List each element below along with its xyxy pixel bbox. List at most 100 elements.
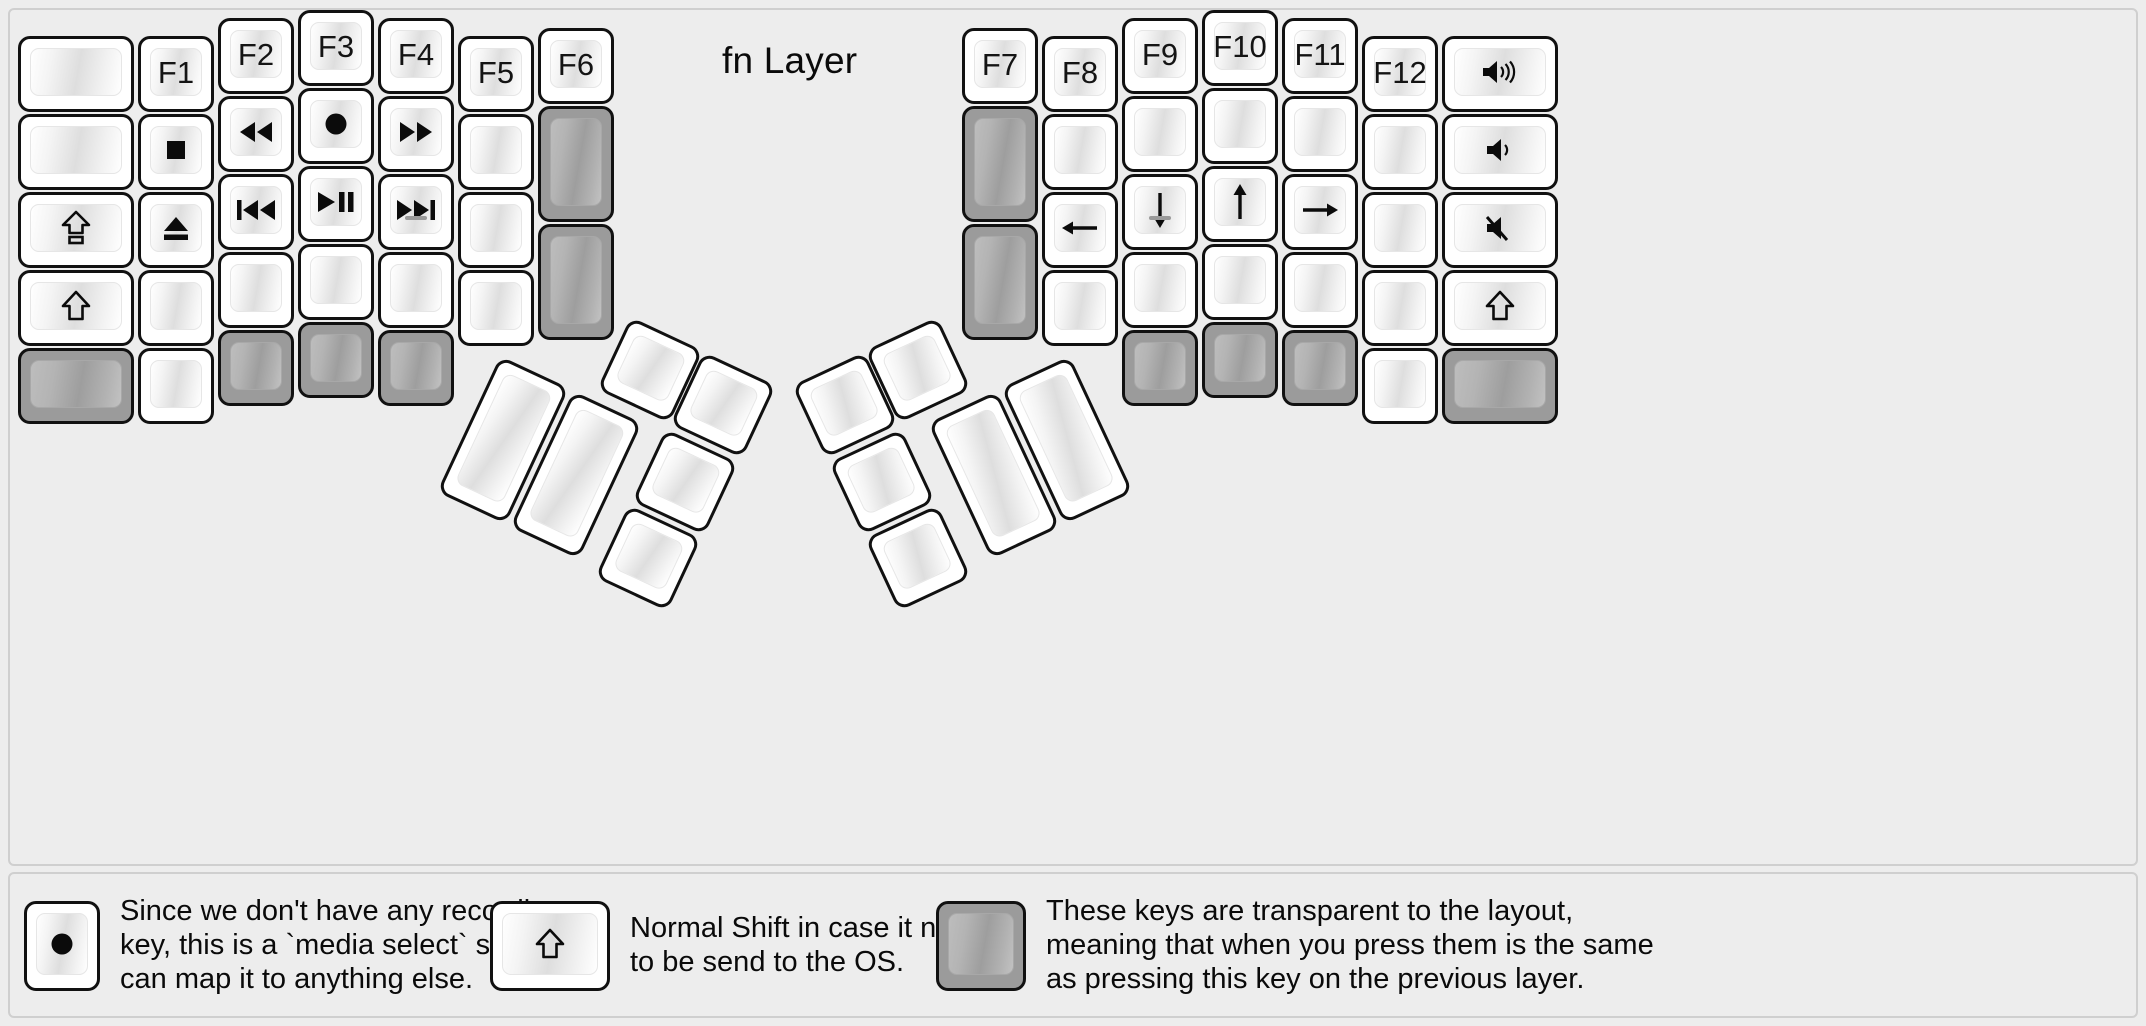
key-col-index-3[interactable] bbox=[378, 252, 454, 328]
key-label: F4 bbox=[397, 36, 435, 72]
key-col-index-inner-3[interactable] bbox=[458, 270, 534, 346]
key-col-pinky-outer-3[interactable] bbox=[1442, 270, 1558, 346]
key-col-ring-1[interactable] bbox=[1282, 96, 1358, 172]
key-col-index-inner-0[interactable]: F5 bbox=[458, 36, 534, 112]
key-col-pinky-outer-1[interactable] bbox=[18, 114, 134, 190]
key-col-index-4[interactable] bbox=[1122, 330, 1198, 406]
key-col-index-inner-2[interactable] bbox=[458, 192, 534, 268]
key-col-pinky-4[interactable] bbox=[1362, 348, 1438, 424]
key-col-index-2[interactable] bbox=[378, 174, 454, 250]
key-col-middle-1[interactable] bbox=[1202, 88, 1278, 164]
key-col-pinky-outer-2[interactable] bbox=[18, 192, 134, 268]
key-col-index-3[interactable] bbox=[1122, 252, 1198, 328]
legend-panel: Since we don't have any recording key, t… bbox=[8, 872, 2138, 1018]
key-cap: F11 bbox=[1282, 18, 1358, 94]
key-face bbox=[310, 100, 362, 148]
key-face bbox=[30, 126, 122, 174]
key-col-ring-4[interactable] bbox=[218, 330, 294, 406]
key-col-pinky-2[interactable] bbox=[138, 192, 214, 268]
key-col-pinky-2[interactable] bbox=[1362, 192, 1438, 268]
key-cap: F7 bbox=[962, 28, 1038, 104]
key-face: F8 bbox=[1054, 48, 1106, 96]
key-col-index-4[interactable] bbox=[378, 330, 454, 406]
key-face bbox=[150, 360, 202, 408]
key-col-inner-extra-1[interactable] bbox=[538, 106, 614, 222]
key-face bbox=[1454, 48, 1546, 96]
caps-lock-icon bbox=[61, 210, 91, 246]
key-col-ring-1[interactable] bbox=[218, 96, 294, 172]
key-col-index-inner-0[interactable]: F8 bbox=[1042, 36, 1118, 112]
key-col-inner-extra-1[interactable] bbox=[962, 106, 1038, 222]
key-col-ring-0[interactable]: F2 bbox=[218, 18, 294, 94]
legend-keycap-0[interactable] bbox=[24, 901, 100, 991]
key-cap bbox=[1122, 330, 1198, 406]
key-face bbox=[30, 360, 122, 408]
key-col-inner-extra-0[interactable]: F7 bbox=[962, 28, 1038, 104]
key-col-index-1[interactable] bbox=[378, 96, 454, 172]
key-col-pinky-0[interactable]: F12 bbox=[1362, 36, 1438, 112]
legend-keycap-2[interactable] bbox=[936, 901, 1026, 991]
key-face bbox=[1294, 108, 1346, 156]
key-col-pinky-outer-0[interactable] bbox=[1442, 36, 1558, 112]
key-col-index-0[interactable]: F4 bbox=[378, 18, 454, 94]
key-face: F2 bbox=[230, 30, 282, 78]
key-face: F7 bbox=[974, 40, 1026, 88]
key-col-index-inner-1[interactable] bbox=[458, 114, 534, 190]
key-col-ring-2[interactable] bbox=[1282, 174, 1358, 250]
key-col-pinky-outer-3[interactable] bbox=[18, 270, 134, 346]
key-col-index-inner-2[interactable] bbox=[1042, 192, 1118, 268]
key-cap: F10 bbox=[1202, 10, 1278, 86]
key-face: F9 bbox=[1134, 30, 1186, 78]
key-col-inner-extra-2[interactable] bbox=[962, 224, 1038, 340]
key-col-pinky-3[interactable] bbox=[138, 270, 214, 346]
key-col-inner-extra-2[interactable] bbox=[538, 224, 614, 340]
key-cap bbox=[538, 106, 614, 222]
key-col-pinky-outer-4[interactable] bbox=[18, 348, 134, 424]
key-col-pinky-3[interactable] bbox=[1362, 270, 1438, 346]
key-col-middle-4[interactable] bbox=[1202, 322, 1278, 398]
key-col-pinky-outer-4[interactable] bbox=[1442, 348, 1558, 424]
key-col-index-2[interactable] bbox=[1122, 174, 1198, 250]
arrow-left-icon bbox=[1060, 215, 1100, 241]
key-col-middle-3[interactable] bbox=[298, 244, 374, 320]
legend-key-sample bbox=[936, 901, 1026, 991]
key-col-pinky-outer-0[interactable] bbox=[18, 36, 134, 112]
key-col-middle-4[interactable] bbox=[298, 322, 374, 398]
key-col-pinky-0[interactable]: F1 bbox=[138, 36, 214, 112]
key-col-middle-1[interactable] bbox=[298, 88, 374, 164]
key-col-ring-0[interactable]: F11 bbox=[1282, 18, 1358, 94]
key-col-ring-3[interactable] bbox=[1282, 252, 1358, 328]
key-cap bbox=[1122, 252, 1198, 328]
key-col-pinky-outer-1[interactable] bbox=[1442, 114, 1558, 190]
key-col-index-inner-3[interactable] bbox=[1042, 270, 1118, 346]
key-col-index-0[interactable]: F9 bbox=[1122, 18, 1198, 94]
key-cap bbox=[1282, 174, 1358, 250]
key-col-ring-2[interactable] bbox=[218, 174, 294, 250]
key-col-middle-2[interactable] bbox=[1202, 166, 1278, 242]
key-col-ring-4[interactable] bbox=[1282, 330, 1358, 406]
legend-keycap-1[interactable] bbox=[490, 901, 610, 991]
key-col-middle-2[interactable] bbox=[298, 166, 374, 242]
key-col-pinky-4[interactable] bbox=[138, 348, 214, 424]
key-face bbox=[1454, 282, 1546, 330]
key-col-middle-0[interactable]: F3 bbox=[298, 10, 374, 86]
arrow-down-icon bbox=[1147, 190, 1173, 230]
key-cap bbox=[138, 192, 214, 268]
key-col-ring-3[interactable] bbox=[218, 252, 294, 328]
key-col-pinky-1[interactable] bbox=[138, 114, 214, 190]
key-cap bbox=[1442, 270, 1558, 346]
key-cap bbox=[1122, 96, 1198, 172]
key-cap: F5 bbox=[458, 36, 534, 112]
key-col-index-1[interactable] bbox=[1122, 96, 1198, 172]
key-cap bbox=[1282, 252, 1358, 328]
key-col-middle-3[interactable] bbox=[1202, 244, 1278, 320]
key-col-pinky-1[interactable] bbox=[1362, 114, 1438, 190]
key-face bbox=[310, 256, 362, 304]
key-label: F6 bbox=[557, 46, 595, 82]
key-col-inner-extra-0[interactable]: F6 bbox=[538, 28, 614, 104]
key-col-middle-0[interactable]: F10 bbox=[1202, 10, 1278, 86]
key-cap bbox=[18, 192, 134, 268]
key-col-pinky-outer-2[interactable] bbox=[1442, 192, 1558, 268]
key-col-index-inner-1[interactable] bbox=[1042, 114, 1118, 190]
key-face bbox=[390, 264, 442, 312]
